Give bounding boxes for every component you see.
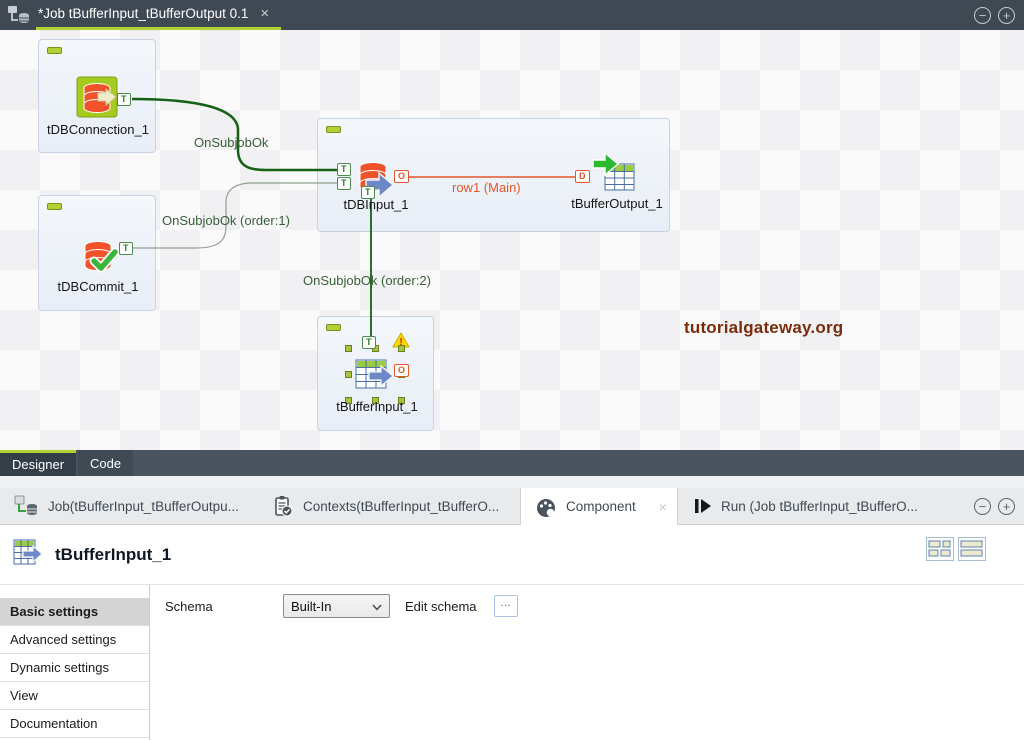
tab-component[interactable]: Component × [520,488,678,525]
component-label: tDBConnection_1 [47,122,149,137]
menu-documentation[interactable]: Documentation [0,710,149,738]
tab-job[interactable]: Job(tBufferInput_tBufferOutpu... [0,488,258,524]
window-tab-bar: *Job tBufferInput_tBufferOutput 0.1 × − … [0,0,1024,30]
svg-text:!: ! [399,337,402,348]
selection-handle[interactable] [345,345,352,352]
component-label: tDBInput_1 [343,197,409,212]
settings-menu: Basic settings Advanced settings Dynamic… [0,585,150,740]
db-connection-icon[interactable] [76,76,118,123]
bottom-tab-bar: Job(tBufferInput_tBufferOutpu... Context… [0,488,1024,525]
subjob-title-marker[interactable] [47,203,62,210]
component-label: tBufferOutput_1 [571,196,663,211]
tab-run[interactable]: Run (Job tBufferInput_tBufferO... [678,488,934,524]
db-commit-icon[interactable] [79,236,120,281]
menu-advanced-settings[interactable]: Advanced settings [0,626,149,654]
tab-contexts-label: Contexts(tBufferInput_tBufferO... [303,498,500,514]
selection-handle[interactable] [398,397,405,404]
menu-view[interactable]: View [0,682,149,710]
tab-run-label: Run (Job tBufferInput_tBufferO... [720,498,918,514]
selection-handle[interactable] [345,371,352,378]
designer-canvas[interactable]: tDBConnection_1 T tDBCommit_1 T [0,30,1024,450]
job-icon [0,0,36,30]
buffer-output-icon[interactable] [592,151,638,200]
connection-label-order2[interactable]: OnSubjobOk (order:2) [303,273,431,288]
grid-layout-icon[interactable] [926,537,954,561]
selection-handle[interactable] [398,345,405,352]
tab-job-label: Job(tBufferInput_tBufferOutpu... [48,498,239,514]
menu-dynamic-settings[interactable]: Dynamic settings [0,654,149,682]
trigger-port[interactable]: T [361,186,375,199]
buffer-input-icon[interactable] [355,357,395,400]
trigger-port[interactable]: T [117,93,131,106]
view-tab-bar: Designer Code [0,450,1024,476]
minimize-icon[interactable]: − [974,497,991,515]
schema-type-value: Built-In [291,598,332,614]
maximize-icon[interactable]: + [998,6,1015,24]
minimize-icon[interactable]: − [974,6,991,24]
maximize-icon[interactable]: + [998,497,1015,515]
rows-layout-icon[interactable] [958,537,986,561]
menu-basic-settings[interactable]: Basic settings [0,598,149,626]
schema-type-dropdown[interactable]: Built-In [283,594,390,618]
connection-label-onsubjobok[interactable]: OnSubjobOk [194,135,269,150]
watermark: tutorialgateway.org [684,318,844,337]
job-window-tab[interactable]: *Job tBufferInput_tBufferOutput 0.1 × [36,0,282,30]
tab-contexts[interactable]: Contexts(tBufferInput_tBufferO... [258,488,520,524]
selection-handle[interactable] [345,397,352,404]
component-label: tBufferInput_1 [336,399,418,414]
tab-designer[interactable]: Designer [0,450,77,476]
connection-label-row1[interactable]: row1 (Main) [452,180,521,195]
job-icon [14,495,39,517]
output-port[interactable]: O [394,364,410,377]
trigger-port[interactable]: T [337,163,351,176]
subjob-title-marker[interactable] [47,47,62,54]
component-title: tBufferInput_1 [55,544,172,564]
connection-label-order1[interactable]: OnSubjobOk (order:1) [162,213,290,228]
close-icon[interactable]: × [658,498,667,515]
close-icon[interactable]: × [260,5,270,22]
tab-code[interactable]: Code [78,450,134,476]
buffer-input-icon [13,538,45,571]
run-icon [692,496,712,516]
chevron-down-icon [372,599,382,614]
component-palette-icon [535,496,557,518]
input-port[interactable]: D [575,170,590,183]
edit-schema-more-button[interactable]: … [493,595,518,617]
contexts-icon [272,495,294,517]
trigger-port[interactable]: T [119,242,133,255]
schema-label: Schema [165,598,213,614]
job-tab-title: *Job tBufferInput_tBufferOutput 0.1 [38,6,249,21]
component-panel-header: tBufferInput_1 [0,525,1024,585]
selection-handle[interactable] [372,397,379,404]
output-port[interactable]: O [394,170,410,183]
divider [0,476,1024,488]
trigger-port[interactable]: T [337,177,351,190]
tab-component-label: Component [566,499,636,514]
edit-schema-label: Edit schema [405,598,477,614]
component-panel: tBufferInput_1 [0,525,1024,740]
trigger-port[interactable]: T [362,336,376,349]
subjob-title-marker[interactable] [326,324,341,331]
component-label: tDBCommit_1 [57,279,139,294]
subjob-title-marker[interactable] [326,126,341,133]
